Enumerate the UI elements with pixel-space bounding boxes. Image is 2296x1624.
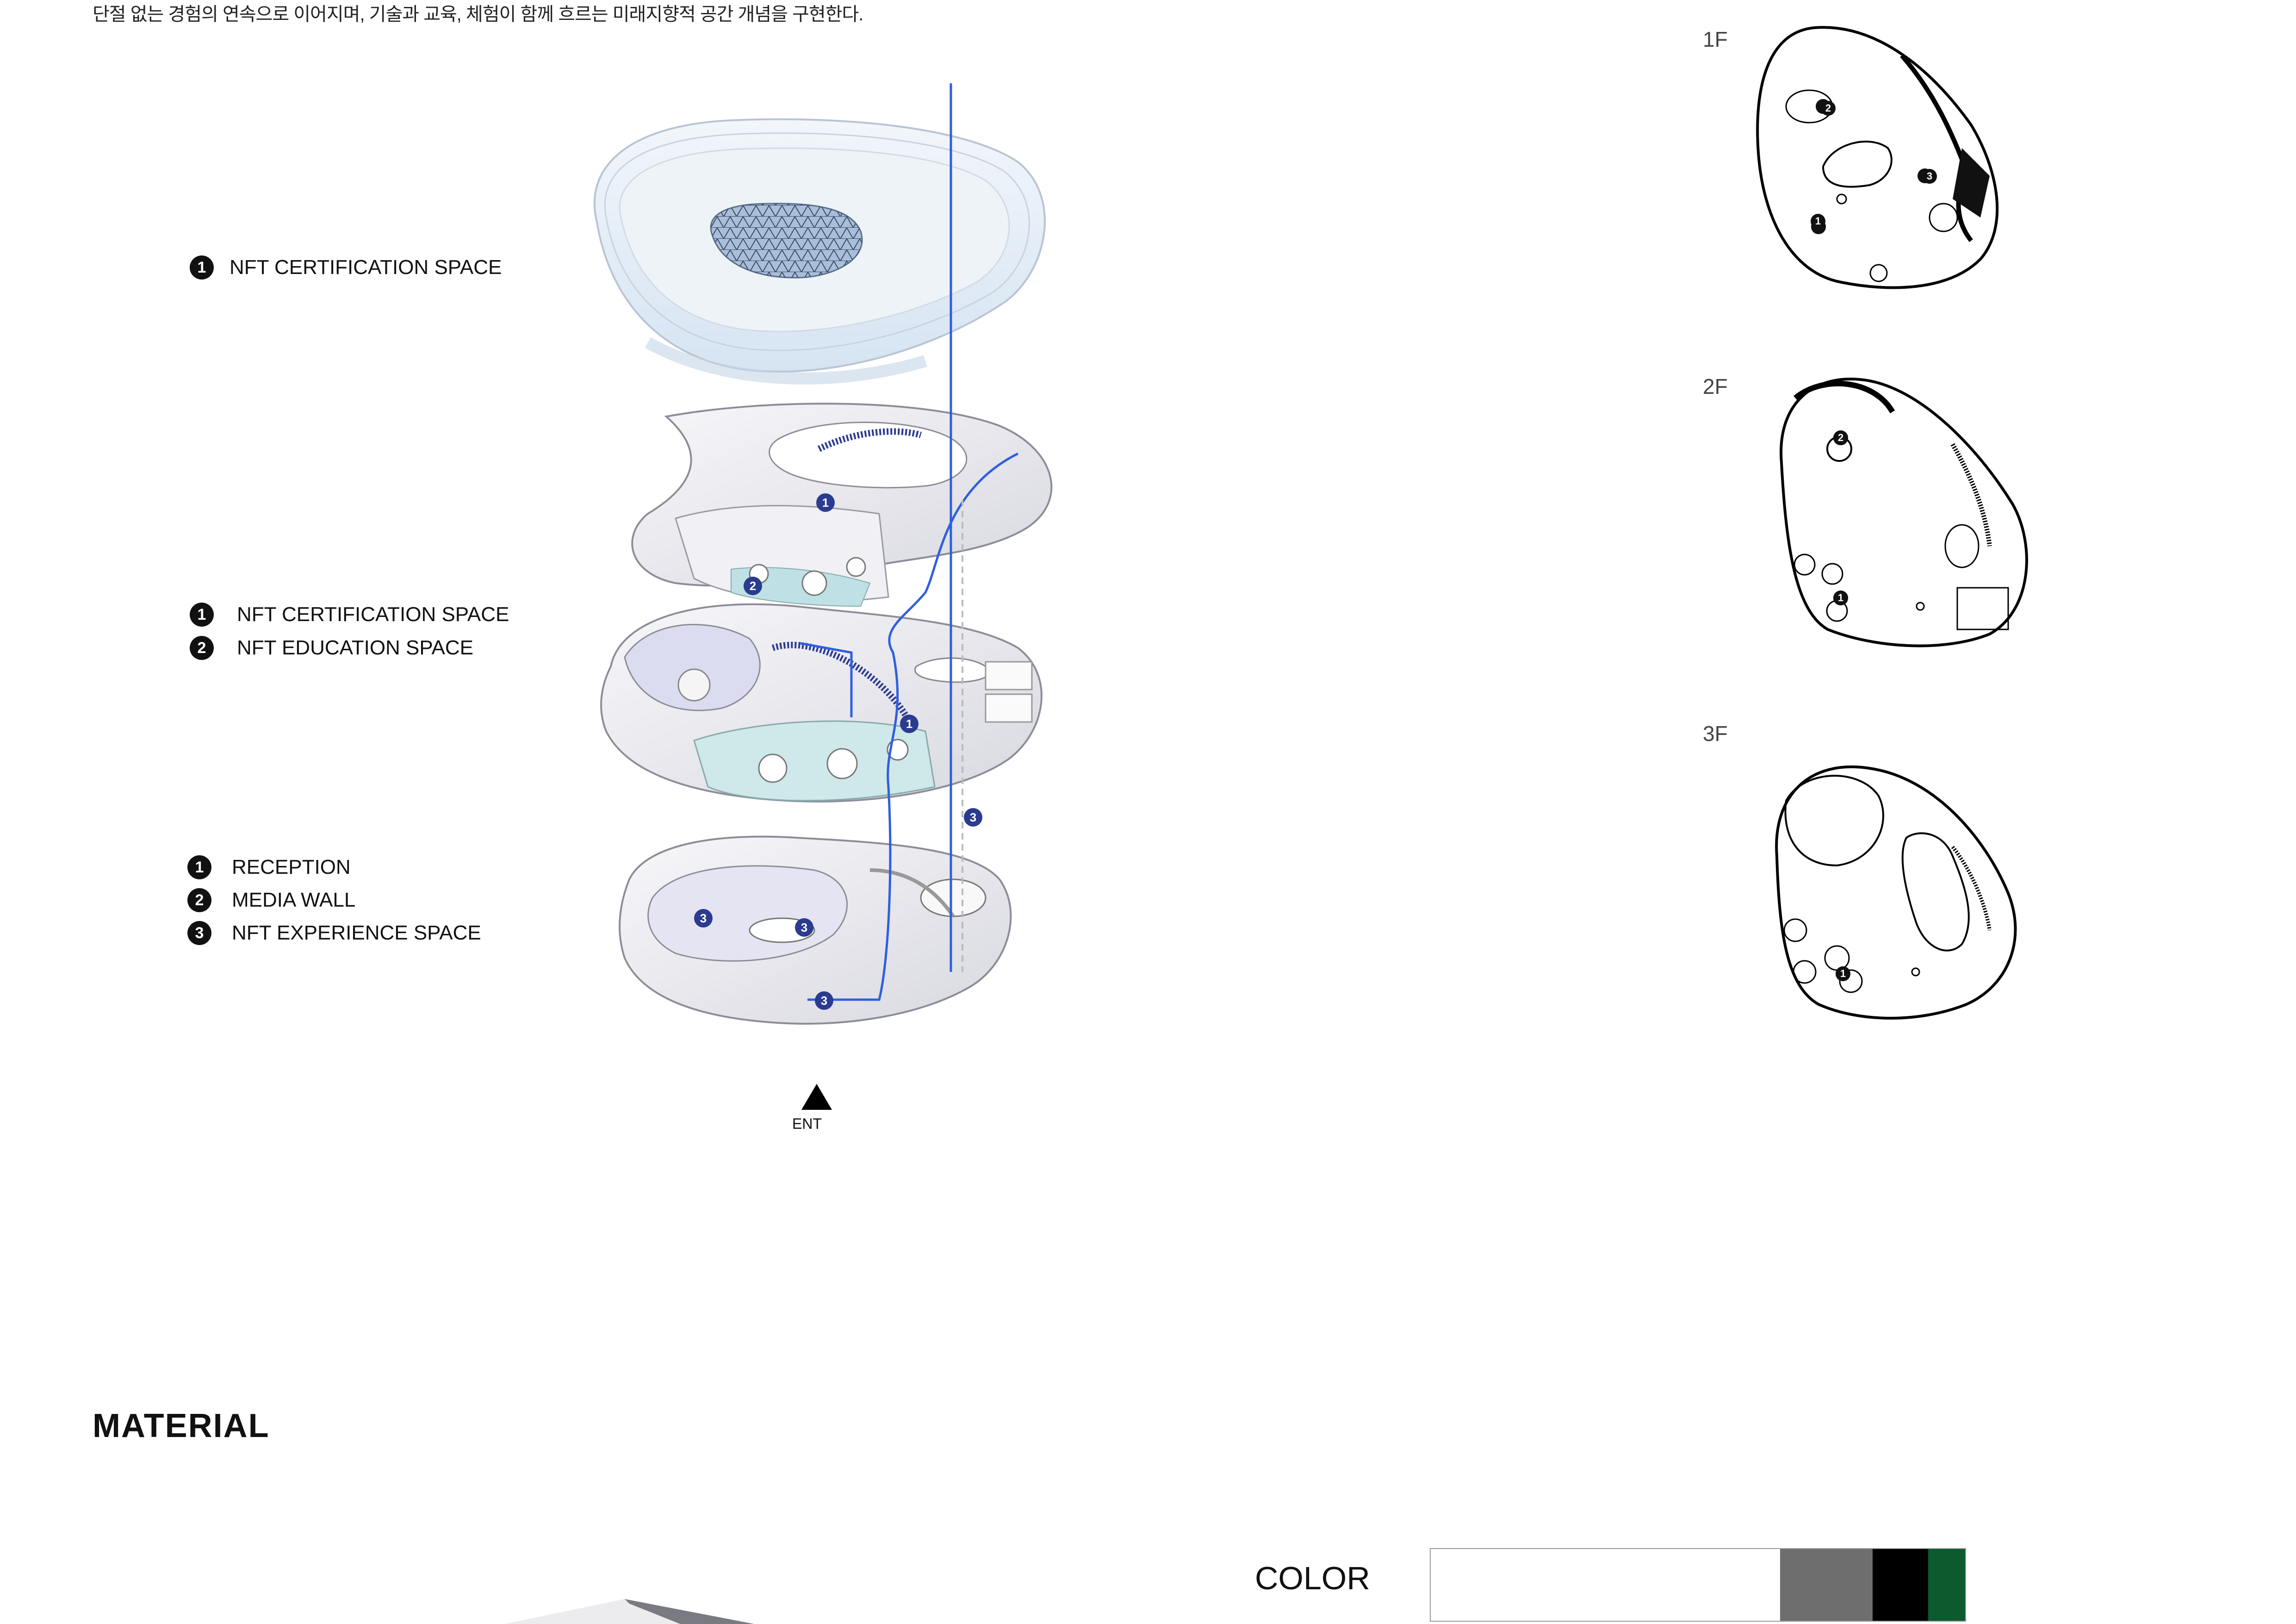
marker-badge: 1 [1836,966,1850,981]
number-badge: 2 [187,888,211,912]
legend-mid-item: 1 NFT CERTIFICATION SPACE [190,603,509,627]
roof-level [593,118,1046,385]
entrance-arrow-icon [801,1084,832,1110]
axon-marker: 2 [744,577,762,595]
axon-marker: 3 [795,918,813,937]
legend-label: NFT EXPERIENCE SPACE [232,921,481,944]
legend-bottom-item: 3 NFT EXPERIENCE SPACE [187,921,481,945]
plan-2f-marker: 2 [1833,430,1848,445]
legend-label: NFT EDUCATION SPACE [237,636,473,659]
axon-marker: 1 [816,493,835,512]
number-badge: 2 [190,636,214,660]
axon-marker: 3 [815,991,833,1010]
first-floor-level [600,603,1043,803]
floor-plan-2f [1780,378,2028,647]
marker-badge: 1 [1811,214,1825,229]
marker-badge: 3 [795,918,813,937]
legend-label: NFT CERTIFICATION SPACE [237,603,509,626]
legend-label: MEDIA WALL [232,889,356,911]
legend-bottom-item: 1 RECEPTION [187,855,351,879]
legend-label: RECEPTION [232,856,351,878]
legend-label: NFT CERTIFICATION SPACE [230,256,502,279]
plan-1f-marker: 2 [1821,101,1836,116]
axon-marker: 3 [964,808,982,827]
second-floor-level [631,403,1053,607]
swatch-white [1431,1549,1780,1621]
marker-badge: 1 [1833,591,1848,605]
exploded-axonometric [593,83,1053,1025]
marker-badge: 3 [815,991,833,1010]
swatch-black [1873,1549,1928,1621]
number-badge: 3 [187,921,211,945]
marker-badge: 1 [900,715,918,733]
plan-1f-marker: 3 [1922,169,1937,184]
material-title: MATERIAL [93,1407,270,1444]
legend-top-item: 1 NFT CERTIFICATION SPACE [190,255,502,280]
intro-text: 단절 없는 경험의 연속으로 이어지며, 기술과 교육, 체험이 함께 흐르는 … [93,4,863,25]
number-badge: 1 [190,603,214,627]
circulation-route [800,83,1019,1001]
swatch-gray [1780,1549,1873,1621]
marker-badge: 2 [1833,430,1848,445]
floor-label-3f: 3F [1703,722,1728,746]
marker-badge: 2 [744,577,762,595]
material-sample-image [504,1599,754,1624]
plan-3f-marker: 1 [1836,966,1850,981]
floor-label-1f: 1F [1703,27,1728,51]
entrance-label: ENT [792,1115,822,1132]
axon-marker: 1 [900,715,918,733]
marker-badge: 3 [964,808,982,827]
marker-badge: 2 [1821,101,1836,116]
number-badge: 1 [190,255,214,280]
color-palette [1430,1548,1966,1622]
ground-level [619,835,1012,1025]
plan-1f-marker: 1 [1811,214,1825,229]
floor-plan-1f [1756,26,1999,289]
marker-badge: 3 [1922,169,1937,184]
marker-badge: 1 [816,493,835,512]
number-badge: 1 [187,855,211,879]
marker-badge: 3 [694,909,713,927]
legend-mid-item: 2 NFT EDUCATION SPACE [190,636,473,660]
plan-2f-marker: 1 [1833,591,1848,605]
axon-marker: 3 [694,909,713,927]
floor-plan-3f [1775,765,2017,1020]
legend-bottom-item: 2 MEDIA WALL [187,888,355,912]
color-label: COLOR [1255,1560,1370,1596]
floor-label-2f: 2F [1703,374,1728,398]
swatch-green [1928,1549,1965,1621]
